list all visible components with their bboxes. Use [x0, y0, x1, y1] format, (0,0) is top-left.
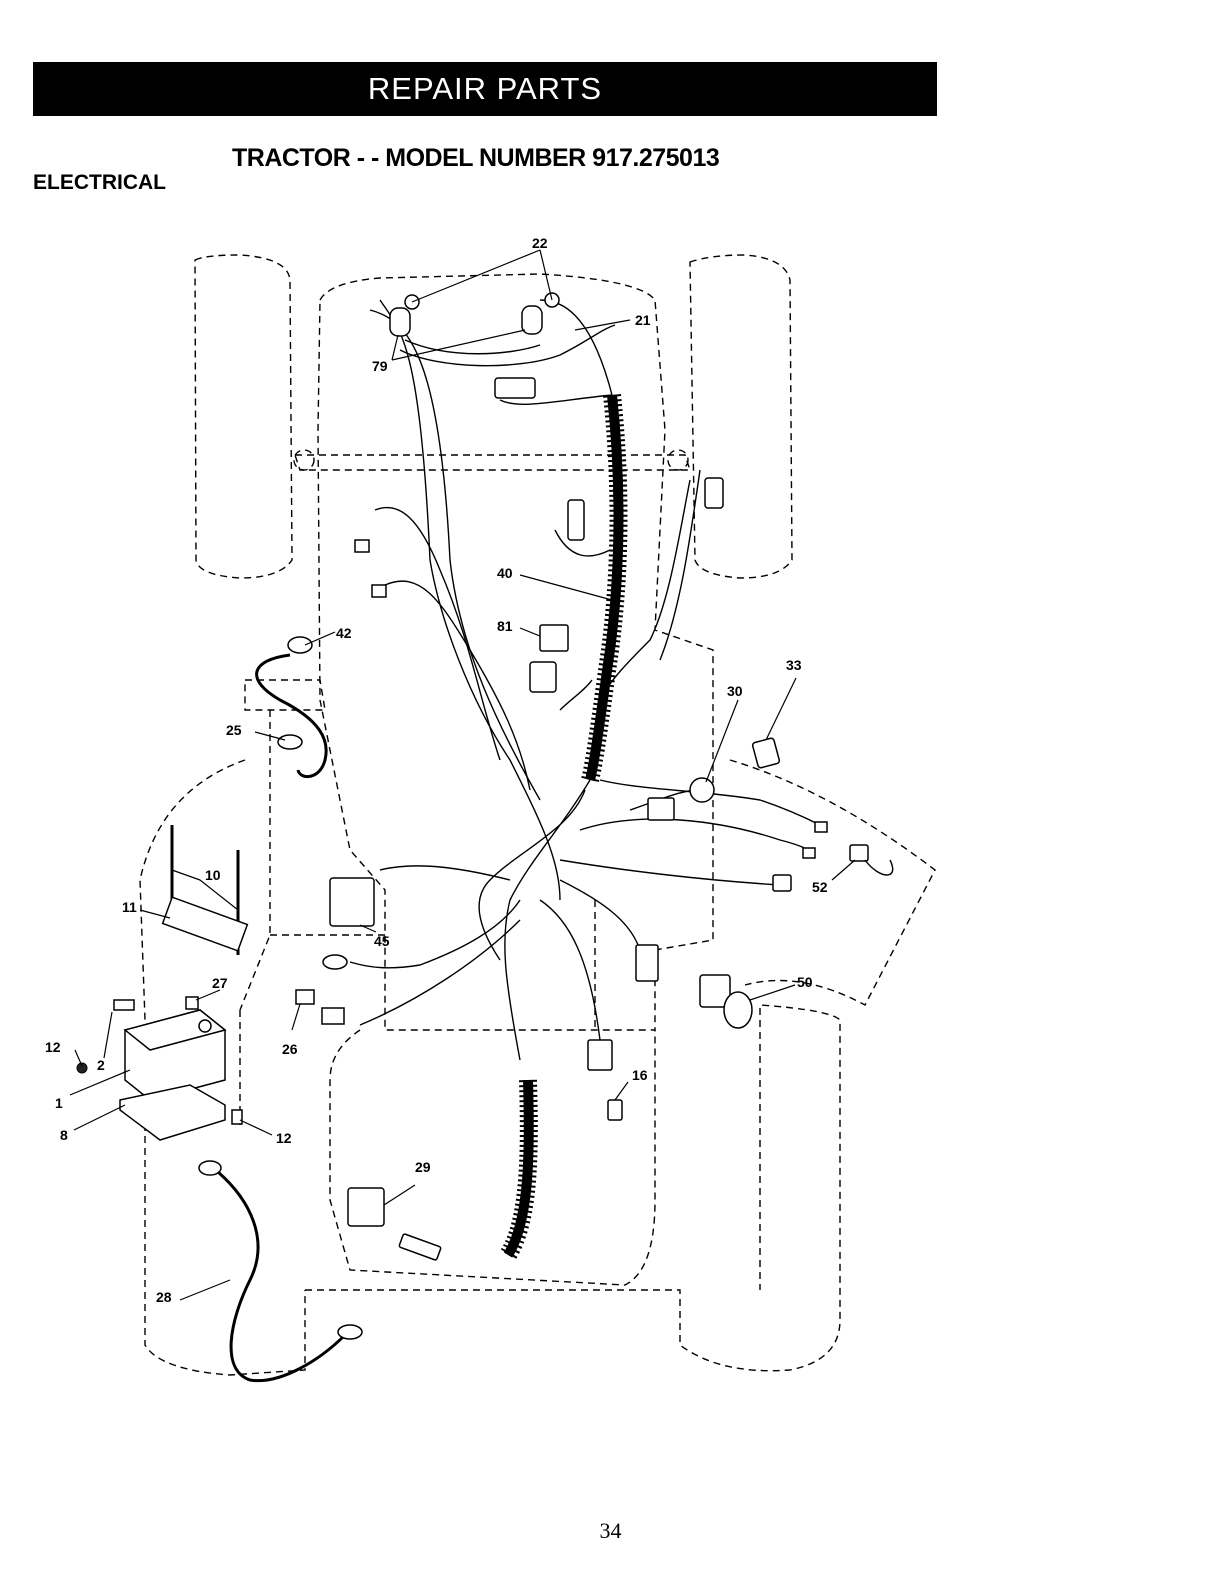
callout-2: 2: [97, 1057, 105, 1073]
terminal-left-2: [372, 585, 386, 597]
battery-hold-down-10: [163, 825, 248, 955]
callout-11: 11: [122, 899, 137, 915]
terminal-nut-27: [186, 997, 198, 1009]
bolt-12-left: [77, 1063, 87, 1073]
callout-12-left: 12: [45, 1039, 61, 1055]
bolt-12-right: [232, 1110, 242, 1124]
ignition-switch-30: [690, 778, 714, 802]
connector-right: [705, 478, 723, 508]
terminal-ring: [323, 955, 347, 969]
callout-10: 10: [205, 867, 221, 883]
callout-45: 45: [374, 933, 390, 949]
connector-side: [568, 500, 584, 540]
leader-lines: [70, 250, 855, 1300]
page-number: 34: [0, 1518, 1221, 1544]
main-wire-harness: [350, 300, 820, 1060]
battery-1: [125, 1010, 225, 1100]
connector-81-lower: [530, 662, 556, 692]
callout-25: 25: [226, 722, 242, 738]
callout-26: 26: [282, 1041, 298, 1057]
terminal-52-b: [803, 848, 815, 858]
connector-multi: [636, 945, 658, 981]
tractor-outline: [140, 255, 935, 1375]
terminal-bolt-2: [114, 1000, 134, 1010]
switch-16: [608, 1100, 622, 1120]
battery-tray-8: [120, 1085, 225, 1140]
callout-21: 21: [635, 312, 651, 328]
callout-52: 52: [812, 879, 828, 895]
terminal-25: [278, 735, 302, 749]
connector-45: [330, 878, 374, 926]
fuse-26: [296, 990, 344, 1024]
callout-16: 16: [632, 1067, 648, 1083]
ground-cable-28: [199, 1161, 362, 1381]
callout-8: 8: [60, 1127, 68, 1143]
connector-center: [648, 798, 674, 820]
headlight-housing-right: [522, 306, 542, 334]
coiled-harness-40: [590, 395, 619, 780]
callout-28: 28: [156, 1289, 172, 1305]
relay-81: [540, 625, 568, 651]
terminal-left-1: [355, 540, 369, 552]
switch-33: [752, 738, 780, 769]
callout-27: 27: [212, 975, 228, 991]
callout-79: 79: [372, 358, 388, 374]
switch-29: [348, 1188, 384, 1226]
connector-29: [399, 1234, 441, 1261]
light-switch-50: [700, 975, 752, 1028]
headlight-housing-left: [390, 308, 410, 336]
switch-52: [850, 845, 893, 875]
terminal-52-a: [815, 822, 827, 832]
callout-50: 50: [797, 974, 813, 990]
callout-1: 1: [55, 1095, 63, 1111]
cable-42: [257, 637, 327, 777]
coiled-harness-lower: [508, 1080, 529, 1255]
callout-12-right: 12: [276, 1130, 292, 1146]
callout-29: 29: [415, 1159, 431, 1175]
callout-22: 22: [532, 235, 548, 251]
callout-30: 30: [727, 683, 743, 699]
callout-33: 33: [786, 657, 802, 673]
headlight-harness: [400, 325, 615, 366]
connector-fuse: [588, 1040, 612, 1070]
connector-top: [495, 378, 535, 398]
callout-42: 42: [336, 625, 352, 641]
callout-40: 40: [497, 565, 513, 581]
connector-far-right: [773, 875, 791, 891]
callout-81: 81: [497, 618, 513, 634]
